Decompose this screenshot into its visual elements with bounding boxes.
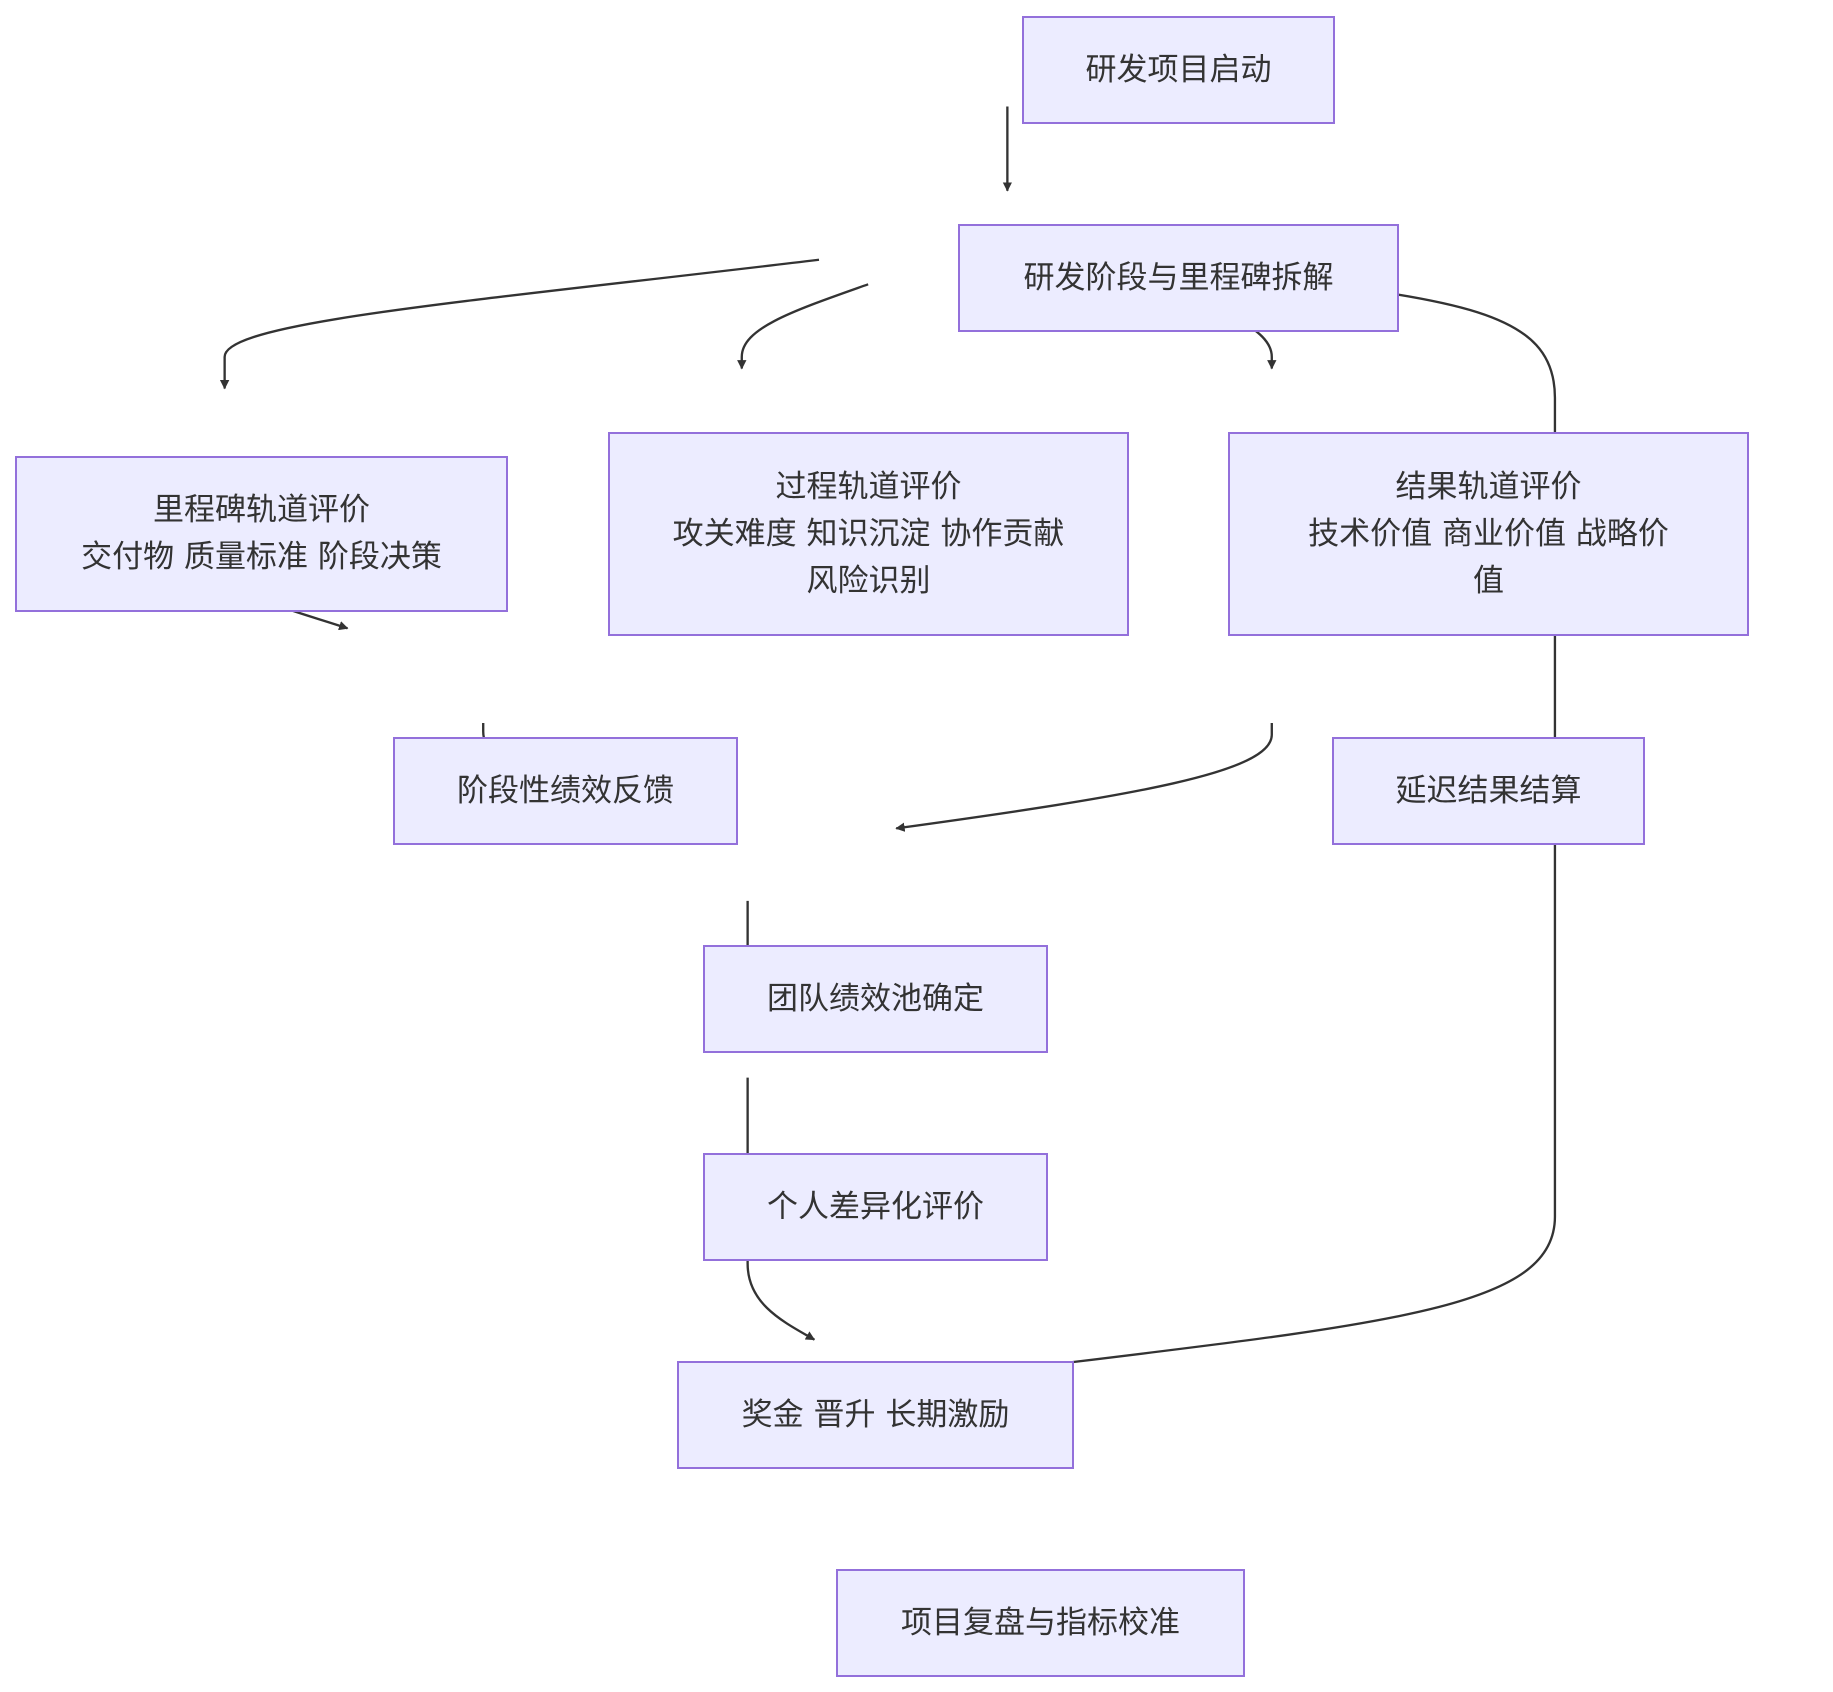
node-delayed-settlement: 延迟结果结算 — [1332, 737, 1645, 845]
node-project-start-label: 研发项目启动 — [1085, 51, 1272, 88]
edge-breakdown-to-process — [737, 283, 869, 370]
node-process-track: 过程轨道评价 攻关难度 知识沉淀 协作贡献 风险识别 — [608, 432, 1129, 636]
node-stage-feedback-label: 阶段性绩效反馈 — [457, 772, 674, 809]
node-individual-evaluation-label: 个人差异化评价 — [767, 1188, 984, 1225]
node-rewards: 奖金 晋升 长期激励 — [677, 1361, 1074, 1469]
node-result-track-label: 结果轨道评价 技术价值 商业价值 战略价值 — [1308, 468, 1669, 599]
node-stage-milestone-breakdown-label: 研发阶段与里程碑拆解 — [1023, 259, 1334, 296]
node-milestone-track-label: 里程碑轨道评价 交付物 质量标准 阶段决策 — [81, 492, 442, 575]
node-team-pool-label: 团队绩效池确定 — [767, 980, 984, 1017]
node-rewards-label: 奖金 晋升 长期激励 — [741, 1396, 1010, 1433]
edge-delayed-to-team-pool — [895, 723, 1273, 832]
node-result-track: 结果轨道评价 技术价值 商业价值 战略价值 — [1228, 432, 1749, 636]
node-stage-feedback: 阶段性绩效反馈 — [393, 737, 738, 845]
node-individual-evaluation: 个人差异化评价 — [703, 1153, 1048, 1261]
node-project-review-label: 项目复盘与指标校准 — [901, 1604, 1180, 1641]
node-process-track-label: 过程轨道评价 攻关难度 知识沉淀 协作贡献 风险识别 — [672, 468, 1065, 599]
node-delayed-settlement-label: 延迟结果结算 — [1395, 772, 1582, 809]
node-project-start: 研发项目启动 — [1022, 16, 1335, 124]
node-team-pool: 团队绩效池确定 — [703, 945, 1048, 1053]
edge-breakdown-to-milestone — [219, 258, 820, 390]
node-stage-milestone-breakdown: 研发阶段与里程碑拆解 — [958, 224, 1399, 332]
edge-review-to-breakdown — [1064, 265, 1557, 1365]
node-milestone-track: 里程碑轨道评价 交付物 质量标准 阶段决策 — [15, 456, 508, 612]
node-project-review: 项目复盘与指标校准 — [836, 1569, 1245, 1677]
edge-rewards-to-review — [746, 1255, 816, 1341]
